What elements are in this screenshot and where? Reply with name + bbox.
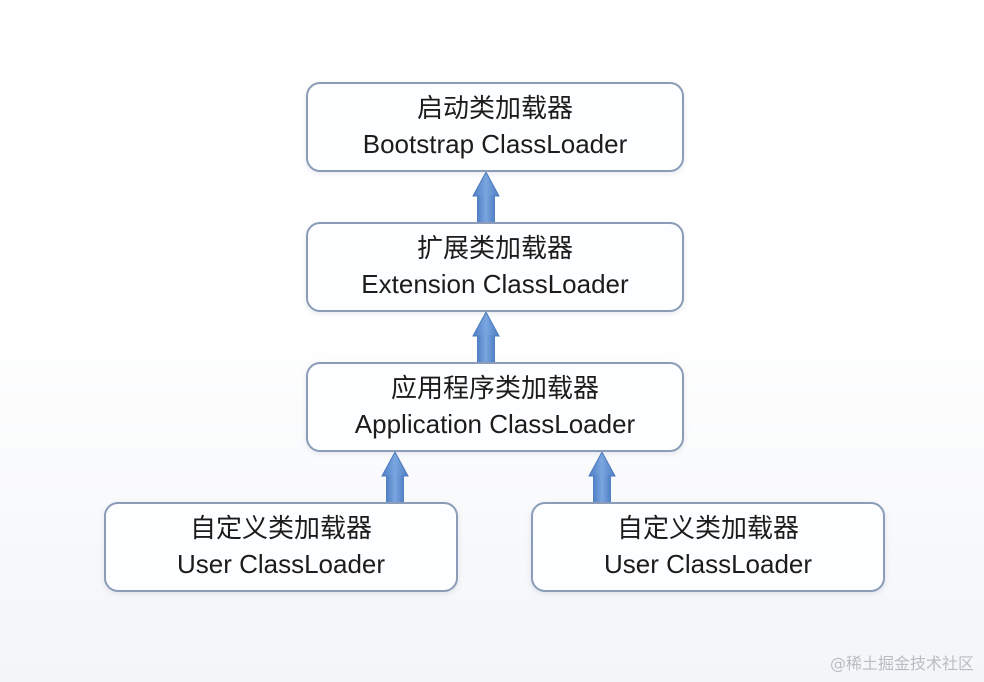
application-cn-label: 应用程序类加载器 — [390, 374, 599, 404]
bootstrap-cn-label: 启动类加载器 — [416, 94, 573, 124]
extension-en-label: Extension ClassLoader — [361, 269, 629, 299]
user-classloader-right-node: 自定义类加载器 User ClassLoader — [531, 502, 885, 592]
bootstrap-en-label: Bootstrap ClassLoader — [362, 129, 628, 159]
user-classloader-left-node: 自定义类加载器 User ClassLoader — [104, 502, 458, 592]
arrow-extension-to-bootstrap — [472, 170, 500, 222]
arrow-user-right-to-application — [588, 450, 616, 502]
application-classloader-node: 应用程序类加载器 Application ClassLoader — [306, 362, 684, 452]
application-en-label: Application ClassLoader — [354, 409, 636, 439]
extension-classloader-node: 扩展类加载器 Extension ClassLoader — [306, 222, 684, 312]
bootstrap-classloader-node: 启动类加载器 Bootstrap ClassLoader — [306, 82, 684, 172]
extension-cn-label: 扩展类加载器 — [416, 234, 573, 264]
arrow-application-to-extension — [472, 310, 500, 362]
user-right-en-label: User ClassLoader — [603, 549, 813, 579]
user-left-cn-label: 自定义类加载器 — [189, 514, 372, 544]
user-right-cn-label: 自定义类加载器 — [616, 514, 799, 544]
arrow-user-left-to-application — [381, 450, 409, 502]
user-left-en-label: User ClassLoader — [176, 549, 386, 579]
watermark: @稀土掘金技术社区 — [829, 654, 974, 673]
